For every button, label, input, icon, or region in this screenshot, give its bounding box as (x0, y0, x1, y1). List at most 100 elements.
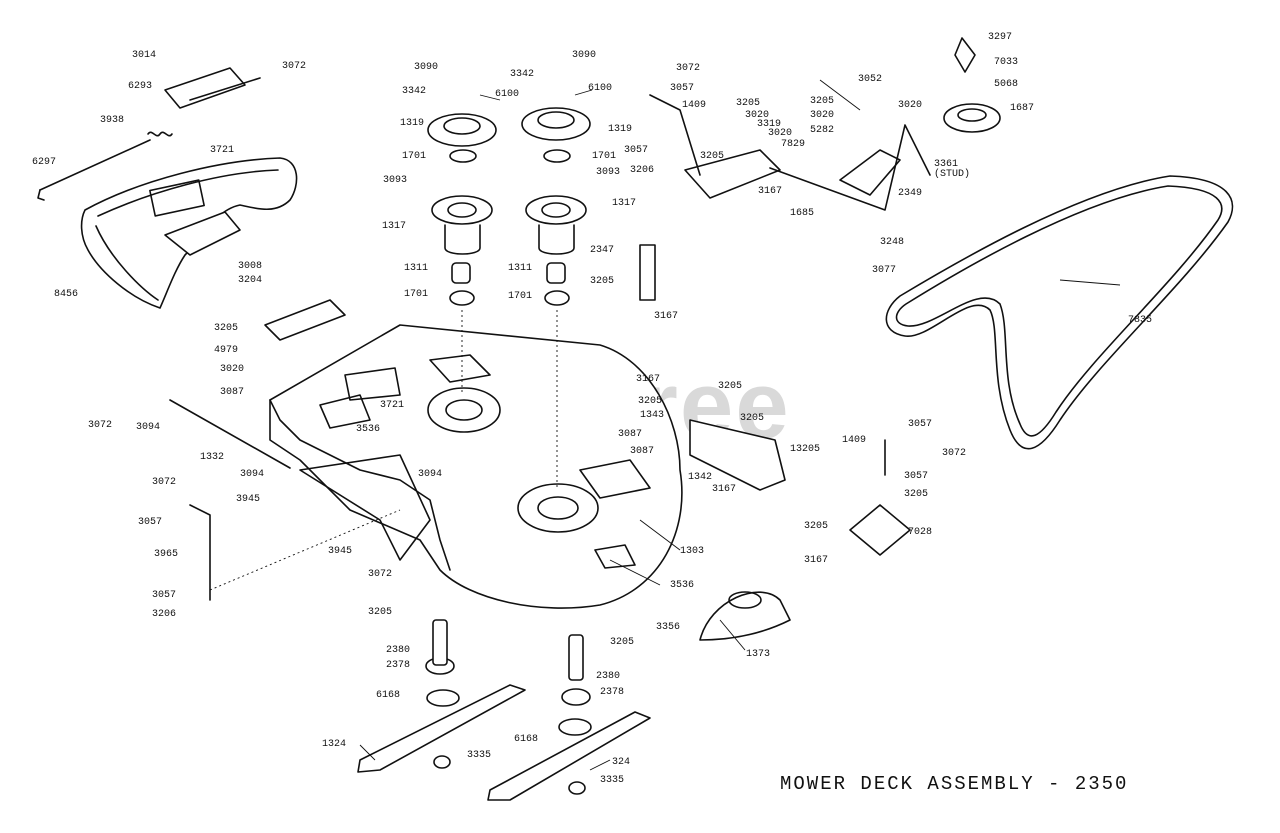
callout: 6168 (376, 690, 400, 701)
callout: 3090 (572, 50, 596, 61)
callout: 3205 (590, 276, 614, 287)
callout: 324 (612, 757, 630, 768)
callout: 3205 (736, 98, 760, 109)
spring-3938 (147, 131, 173, 137)
callout: 3167 (804, 555, 828, 566)
callout: 3206 (152, 609, 176, 620)
callout: 3536 (670, 580, 694, 591)
callout: 1687 (1010, 103, 1034, 114)
callout: 3945 (328, 546, 352, 557)
callout: 1319 (400, 118, 424, 129)
callout: 3087 (618, 429, 642, 440)
callout: 3167 (758, 186, 782, 197)
callout: 2378 (600, 687, 624, 698)
rod-1685 (769, 124, 931, 211)
callout: 3008 (238, 261, 262, 272)
bracket-7829 (684, 149, 781, 199)
callout: 3342 (402, 86, 426, 97)
callout: 1342 (688, 472, 712, 483)
callout: 3965 (154, 549, 178, 560)
callout: 3319 (757, 119, 781, 130)
rod-1332 (169, 399, 291, 469)
callout: 3057 (908, 419, 932, 430)
callout: 3938 (100, 115, 124, 126)
callout: 3536 (356, 424, 380, 435)
callout: 3087 (630, 446, 654, 457)
belt-7835 (885, 175, 1234, 450)
callout: 3072 (368, 569, 392, 580)
callout: 3094 (418, 469, 442, 480)
callout: 3093 (383, 175, 407, 186)
callout: 1303 (680, 546, 704, 557)
callout: 3204 (238, 275, 262, 286)
callout: 1311 (404, 263, 428, 274)
callout: 1317 (382, 221, 406, 232)
callout: 3094 (136, 422, 160, 433)
callout: 1701 (402, 151, 426, 162)
callout: 3072 (152, 477, 176, 488)
diagram-title: MOWER DECK ASSEMBLY - 2350 (780, 773, 1128, 795)
callout: 3205 (904, 489, 928, 500)
callout: 3167 (654, 311, 678, 322)
nut-7033 (954, 37, 976, 73)
callout-leaders (359, 79, 1121, 771)
belt-7835-inner (895, 185, 1223, 437)
callout: 3020 (898, 100, 922, 111)
callout: 1701 (592, 151, 616, 162)
callout: 3297 (988, 32, 1012, 43)
blade-right-324 (487, 711, 651, 801)
bracket-6293 (164, 67, 246, 109)
callout: 3205 (804, 521, 828, 532)
callout: 3335 (467, 750, 491, 761)
callout: 3205 (740, 413, 764, 424)
callout: 6293 (128, 81, 152, 92)
callout: 3093 (596, 167, 620, 178)
callout: 3205 (638, 396, 662, 407)
callout-labels: 3014 3072 6293 3938 6297 3721 3008 3204 … (32, 32, 1152, 786)
callout: 1685 (790, 208, 814, 219)
callout: 7829 (781, 139, 805, 150)
lift-rod-3965 (189, 504, 211, 601)
callout: 1373 (746, 649, 770, 660)
callout: 6297 (32, 157, 56, 168)
callout: (STUD) (934, 168, 970, 180)
callout: 3094 (240, 469, 264, 480)
callout: 3342 (510, 69, 534, 80)
callout: 7028 (908, 527, 932, 538)
callout: 6100 (495, 89, 519, 100)
callout: 2380 (596, 671, 620, 682)
callout: 3356 (656, 622, 680, 633)
spindle-left (427, 113, 497, 395)
callout: 3072 (88, 420, 112, 431)
callout: 3014 (132, 50, 156, 61)
callout: 3205 (700, 151, 724, 162)
callout: 3057 (138, 517, 162, 528)
callout: 6168 (514, 734, 538, 745)
callout: 3090 (414, 62, 438, 73)
callout: 1317 (612, 198, 636, 209)
callout: 6100 (588, 83, 612, 94)
callout: 4979 (214, 345, 238, 356)
callout: 3205 (610, 637, 634, 648)
callout: 3057 (152, 590, 176, 601)
callout: 13205 (790, 444, 820, 455)
callout: 3248 (880, 237, 904, 248)
callout: 3205 (810, 96, 834, 107)
callout: 5282 (810, 125, 834, 136)
callout: 3020 (810, 110, 834, 121)
part-drawings (37, 37, 1234, 801)
callout: 3077 (872, 265, 896, 276)
callout: 3205 (718, 381, 742, 392)
callout: 1311 (508, 263, 532, 274)
idler-arm-2349 (839, 149, 901, 196)
callout: 3072 (942, 448, 966, 459)
callout: 3072 (676, 63, 700, 74)
callout: 3945 (236, 494, 260, 505)
bracket-4979 (264, 299, 346, 341)
callout: 1409 (842, 435, 866, 446)
chute-bracket (164, 211, 241, 256)
callout: 1324 (322, 739, 346, 750)
cover-1373 (699, 591, 791, 641)
rod-6297 (39, 139, 151, 191)
